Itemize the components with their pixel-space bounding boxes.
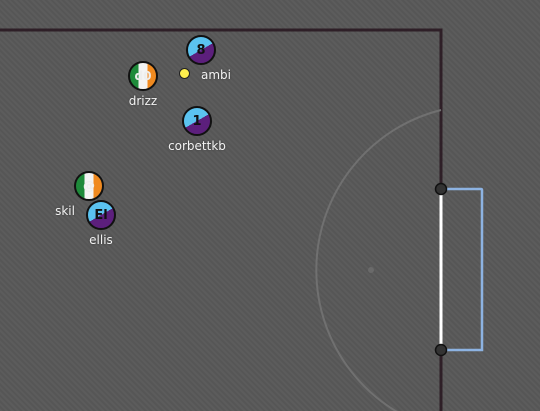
player-avatar: d0 — [134, 69, 152, 83]
ball — [179, 68, 190, 79]
player-name: ambi — [201, 68, 231, 82]
goal-post-top — [434, 182, 448, 196]
player-name: corbettkb — [168, 139, 226, 153]
player-name: ellis — [89, 233, 113, 247]
player-disc: El — [86, 200, 116, 230]
player-avatar: @ — [83, 179, 95, 193]
player-disc: 1 — [182, 106, 212, 136]
goal-post-bottom — [434, 343, 448, 357]
player-disc: d0 — [128, 61, 158, 91]
player-disc: @ — [74, 171, 104, 201]
player-avatar: 8 — [196, 42, 206, 58]
center-circle-arc — [315, 109, 442, 411]
goal-net — [441, 187, 484, 352]
player-disc: 8 — [186, 35, 216, 65]
player-name: drizz — [128, 94, 158, 108]
player-name: skil — [55, 204, 75, 218]
kickoff-spot — [368, 267, 374, 273]
player-avatar: El — [94, 207, 108, 223]
player-avatar: 1 — [192, 113, 202, 129]
field-boundary — [0, 28, 443, 411]
